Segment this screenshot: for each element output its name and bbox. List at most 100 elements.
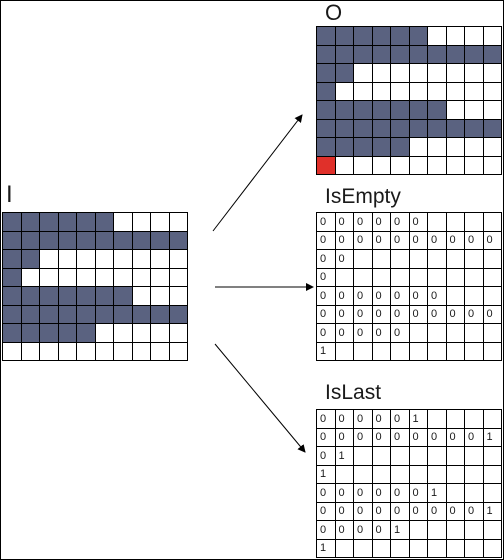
is-last-grid-cell: [446, 465, 465, 484]
input-grid-cell: [21, 213, 40, 232]
is-last-grid-cell: [335, 465, 354, 484]
is-empty-grid-cell: 0: [391, 213, 410, 232]
is-empty-grid-cell: 0: [465, 231, 484, 250]
input-label: I: [6, 181, 13, 208]
output-grid-cell: [372, 64, 391, 83]
output-grid-cell: [446, 101, 465, 120]
is-last-grid-cell: 0: [372, 484, 391, 503]
is-empty-grid-cell: [391, 268, 410, 287]
is-last-grid-cell: 0: [391, 484, 410, 503]
is-empty-grid-cell: [446, 287, 465, 306]
input-grid-cell: [151, 250, 170, 269]
is-last-grid-cell: 0: [391, 428, 410, 447]
output-grid-cell: [446, 138, 465, 157]
is-empty-grid-cell: [354, 250, 373, 269]
output-grid-cell: [372, 138, 391, 157]
is-empty-grid-cell: 0: [317, 231, 336, 250]
is-last-grid-cell: 0: [335, 484, 354, 503]
output-grid-cell: [409, 101, 428, 120]
input-grid-cell: [114, 250, 133, 269]
is-empty-grid-cell: [465, 287, 484, 306]
input-grid-cell: [95, 231, 114, 250]
is-last-grid-cell: [483, 410, 502, 429]
is-empty-grid-cell: 0: [317, 324, 336, 343]
is-empty-grid-cell: [483, 250, 502, 269]
output-grid-cell: [372, 27, 391, 46]
is-last-grid-cell: 0: [465, 502, 484, 521]
input-grid-cell: [169, 305, 188, 324]
is-empty-grid-cell: 0: [372, 324, 391, 343]
input-grid-cell: [58, 305, 77, 324]
output-grid-cell: [483, 64, 502, 83]
is-last-grid-cell: [465, 465, 484, 484]
is-empty-grid-cell: [372, 342, 391, 361]
is-last-grid-cell: 0: [446, 502, 465, 521]
output-grid-cell: [409, 64, 428, 83]
is-empty-grid-cell: [372, 268, 391, 287]
is-last-grid-cell: 0: [409, 428, 428, 447]
is-empty-grid-cell: 0: [354, 305, 373, 324]
input-grid-cell: [3, 213, 22, 232]
output-grid-cell: [446, 45, 465, 64]
is-empty-grid-cell: [428, 213, 447, 232]
is-empty-grid-cell: 0: [446, 231, 465, 250]
is-last-grid-cell: 0: [335, 410, 354, 429]
output-grid-cell: [446, 119, 465, 138]
is-empty-grid-cell: [446, 324, 465, 343]
is-empty-grid-cell: 0: [354, 324, 373, 343]
input-grid-cell: [40, 250, 59, 269]
output-grid-cell: [391, 82, 410, 101]
input-grid-cell: [40, 268, 59, 287]
is-last-grid-cell: [391, 539, 410, 558]
output-grid-cell: [465, 64, 484, 83]
is-last-grid-cell: [446, 410, 465, 429]
is-last-grid-cell: [428, 465, 447, 484]
output-grid-cell: [317, 138, 336, 157]
is-last-grid-cell: 0: [354, 521, 373, 540]
output-grid-cell: [465, 82, 484, 101]
is-last-grid-cell: [446, 447, 465, 466]
input-grid-cell: [77, 342, 96, 361]
is-empty-grid-cell: 0: [391, 231, 410, 250]
is-last-grid-cell: [409, 521, 428, 540]
input-grid-cell: [114, 287, 133, 306]
arrow-to-output: [212, 114, 303, 232]
is-empty-grid-cell: 0: [409, 305, 428, 324]
is-last-grid-cell: 0: [372, 428, 391, 447]
is-empty-grid-cell: 0: [317, 250, 336, 269]
input-grid-cell: [114, 305, 133, 324]
is-last-grid-cell: [354, 447, 373, 466]
is-empty-grid-cell: 0: [372, 287, 391, 306]
is-last-grid-cell: [465, 410, 484, 429]
is-empty-grid-cell: 0: [372, 231, 391, 250]
is-last-grid-cell: 0: [317, 521, 336, 540]
input-grid-cell: [169, 268, 188, 287]
is-last-grid-cell: [483, 484, 502, 503]
input-grid-cell: [21, 342, 40, 361]
is-last-grid-cell: 0: [335, 521, 354, 540]
output-grid-cell: [428, 156, 447, 175]
input-grid-cell: [58, 287, 77, 306]
is-last-grid-cell: 1: [428, 484, 447, 503]
is-last-grid-cell: [428, 410, 447, 429]
output-grid-cell: [409, 27, 428, 46]
output-grid-cell: [335, 45, 354, 64]
is-last-grid-cell: [483, 539, 502, 558]
input-grid-cell: [58, 231, 77, 250]
output-grid-cell: [409, 45, 428, 64]
output-grid-cell: [354, 138, 373, 157]
input-grid-cell: [58, 324, 77, 343]
is-last-grid-cell: 1: [317, 465, 336, 484]
output-grid-cell: [354, 101, 373, 120]
output-grid-cell: [446, 64, 465, 83]
is-last-grid-cell: [446, 484, 465, 503]
is-empty-grid-cell: [483, 213, 502, 232]
output-grid-cell: [354, 64, 373, 83]
is-empty-grid-cell: 0: [483, 231, 502, 250]
is-last-grid-cell: [372, 539, 391, 558]
output-grid-cell: [372, 119, 391, 138]
output-grid-cell: [372, 101, 391, 120]
is-last-grid-cell: [465, 447, 484, 466]
